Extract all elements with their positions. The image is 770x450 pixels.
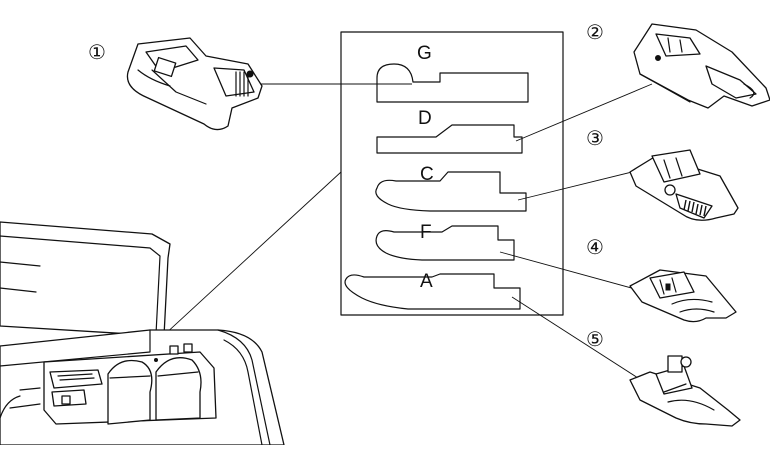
callout-number-5: ⑤ <box>586 329 604 351</box>
callout-numbers: ① ② ③ ④ ⑤ <box>88 22 604 351</box>
panel-frame <box>340 31 564 316</box>
slot-c-label: C <box>420 164 434 185</box>
slot-d-label: D <box>418 108 432 129</box>
leader-line-2 <box>515 83 653 142</box>
storage-panel <box>340 31 564 316</box>
slot-a-outline <box>344 273 521 310</box>
slot-f-outline <box>375 225 515 261</box>
callout-number-4: ④ <box>586 237 604 259</box>
presser-foot-3 <box>629 149 739 221</box>
leader-line-5 <box>511 296 639 379</box>
slot-g-outline <box>376 63 529 103</box>
slot-d-outline <box>376 124 523 154</box>
slot-a: A <box>344 271 521 310</box>
slot-f: F <box>375 222 515 261</box>
presser-foot-2 <box>633 23 770 109</box>
callout-number-1: ① <box>88 42 106 64</box>
sewing-machine <box>0 221 285 446</box>
leader-line-4 <box>499 251 647 293</box>
slot-a-label: A <box>420 271 433 292</box>
callout-number-3: ③ <box>586 128 604 150</box>
slot-f-label: F <box>420 222 432 243</box>
slot-c-outline <box>375 171 527 212</box>
leader-line-3 <box>517 169 641 201</box>
presser-foot-5 <box>629 355 741 427</box>
slot-g: G <box>376 43 529 103</box>
slot-g-label: G <box>417 43 432 64</box>
slot-c: C <box>375 164 527 212</box>
callout-number-2: ② <box>586 22 604 44</box>
presser-foot-1 <box>126 37 263 131</box>
presser-foot-4 <box>629 269 737 323</box>
slot-d: D <box>376 108 523 154</box>
